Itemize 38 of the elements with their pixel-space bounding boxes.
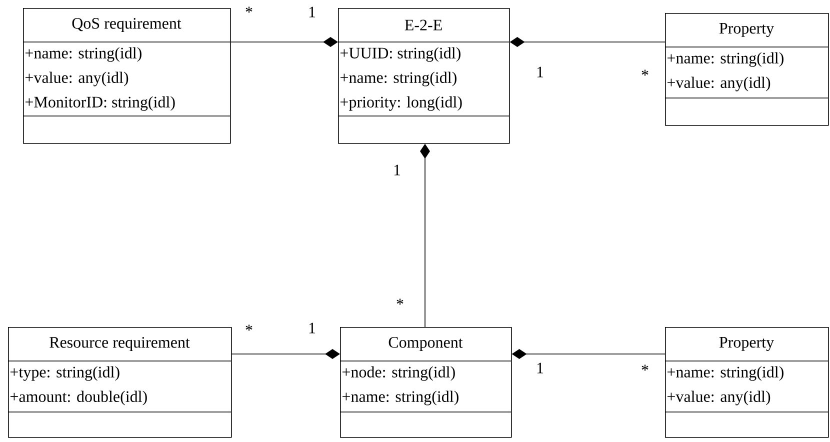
- class-box: [8, 327, 232, 438]
- attribute-text: +MonitorID: string(idl): [26, 96, 175, 111]
- class-box: [22, 8, 231, 144]
- multiplicity-label: 1: [309, 322, 316, 334]
- attribute-text: +name: string(idl): [668, 366, 784, 381]
- multiplicity-label: *: [642, 70, 648, 76]
- attribute-text: +type: string(idl): [10, 366, 120, 381]
- class-box: [340, 327, 512, 438]
- attribute-text: +name: string(idl): [340, 72, 456, 86]
- class-name: Resource requirement: [50, 337, 190, 351]
- multiplicity-label: 1: [537, 362, 544, 374]
- attribute-text: +value: any(idl): [26, 72, 128, 86]
- attribute-text: +amount: double(idl): [10, 390, 147, 406]
- attribute-text: +name: string(idl): [26, 47, 142, 62]
- multiplicity-label: 1: [537, 66, 544, 78]
- attribute-text: +value: any(idl): [668, 76, 770, 92]
- attribute-text: +name: string(idl): [342, 390, 458, 406]
- multiplicity-label: 1: [309, 6, 316, 18]
- attribute-text: +UUID: string(idl): [340, 47, 460, 62]
- multiplicity-label: 1: [394, 164, 400, 176]
- composition-line: [231, 349, 340, 359]
- class-name: Property: [719, 337, 774, 351]
- class-box: [664, 13, 829, 126]
- attribute-text: +node: string(idl): [342, 366, 455, 381]
- multiplicity-label: *: [246, 324, 252, 331]
- multiplicity-label: *: [246, 6, 252, 13]
- class-name: E-2-E: [404, 20, 442, 30]
- composition-line: [230, 37, 338, 47]
- class-name: Property: [719, 23, 774, 37]
- class-name: Component: [388, 337, 463, 351]
- attribute-text: +name: string(idl): [668, 52, 784, 67]
- class-box: [664, 327, 829, 438]
- multiplicity-label: *: [396, 298, 404, 305]
- multiplicity-label: *: [642, 364, 648, 371]
- attribute-text: +priority: long(idl): [340, 96, 462, 111]
- class-box: [338, 8, 510, 144]
- attribute-text: +value: any(idl): [668, 390, 770, 406]
- class-name: QoS requirement: [72, 18, 182, 32]
